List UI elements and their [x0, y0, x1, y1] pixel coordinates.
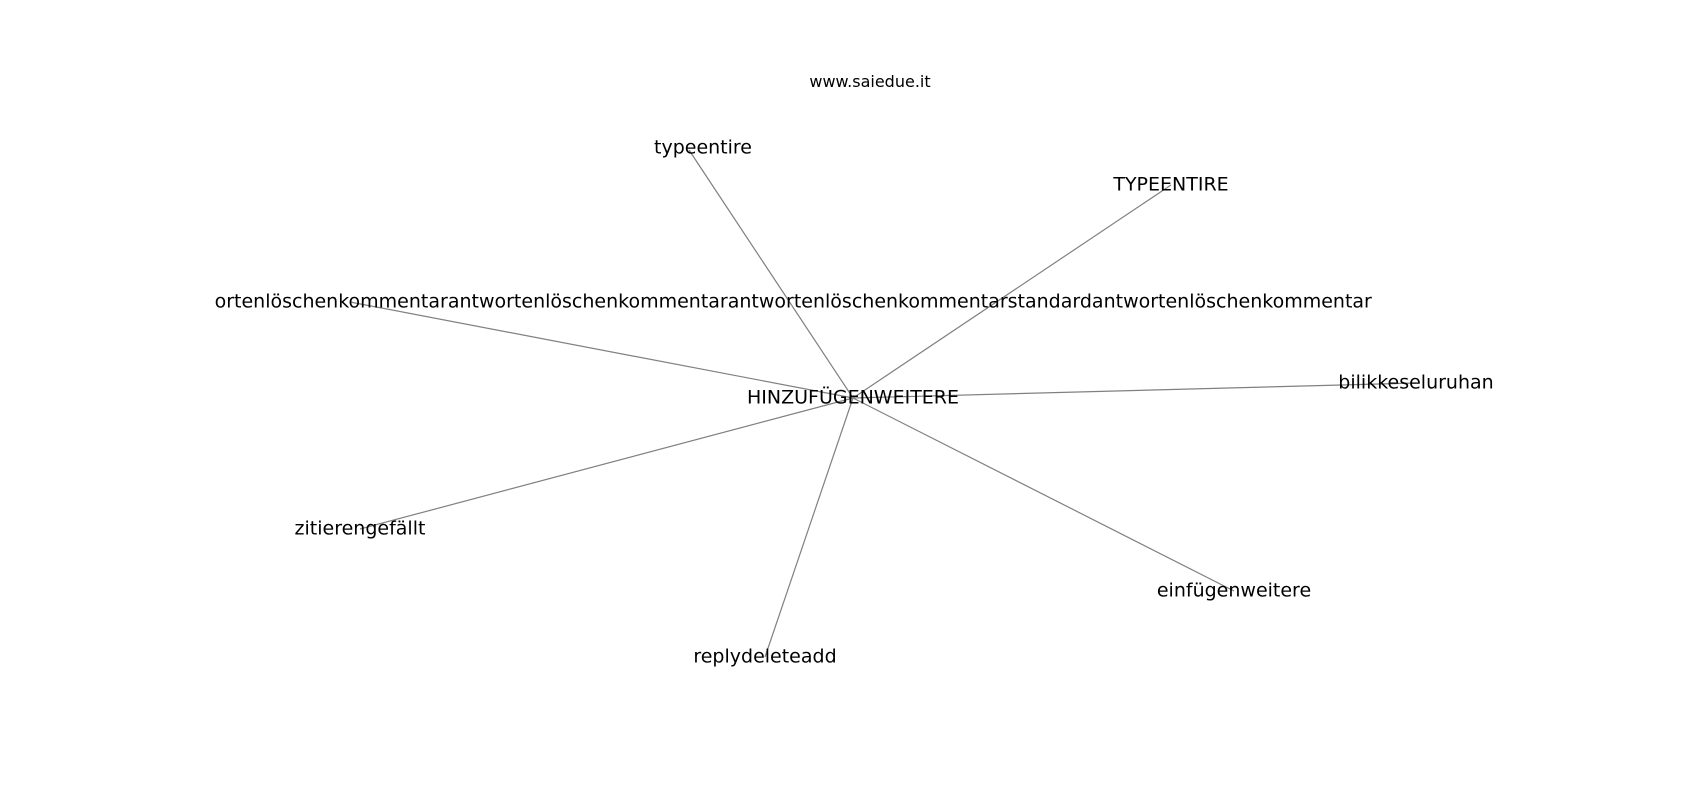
edge-n0-n1	[688, 149, 854, 399]
node-label-center: HINZUFÜGENWEITERE	[746, 386, 960, 409]
edge-n0-n3	[349, 301, 854, 399]
node-label-antwortenloeschenkommentar: antwortenlöschenkommentarantwortenlösche…	[215, 290, 1372, 313]
edge-n0-n7	[764, 397, 854, 658]
node-label-bilikkeseluruhan: bilikkeseluruhan	[1338, 371, 1494, 394]
node-label-einfuegenweitere: einfügenweitere	[1156, 579, 1312, 602]
edge-n0-n6	[852, 397, 1235, 592]
node-label-typeentire-upper: TYPEENTIRE	[1113, 173, 1229, 196]
node-label-zitierengefaellt: zitierengefällt	[294, 517, 426, 540]
edge-n0-n4	[852, 382, 1417, 399]
graph-edges	[349, 149, 1417, 658]
watermark: www.saiedue.it	[809, 72, 931, 91]
network-graph: HINZUFÜGENWEITERE typeentire TYPEENTIRE …	[215, 0, 1527, 800]
node-label-typeentire: typeentire	[654, 136, 752, 159]
edge-n0-n5	[359, 397, 854, 530]
node-label-replydeleteadd: replydeleteadd	[693, 645, 837, 668]
edge-n0-n2	[852, 184, 1172, 399]
